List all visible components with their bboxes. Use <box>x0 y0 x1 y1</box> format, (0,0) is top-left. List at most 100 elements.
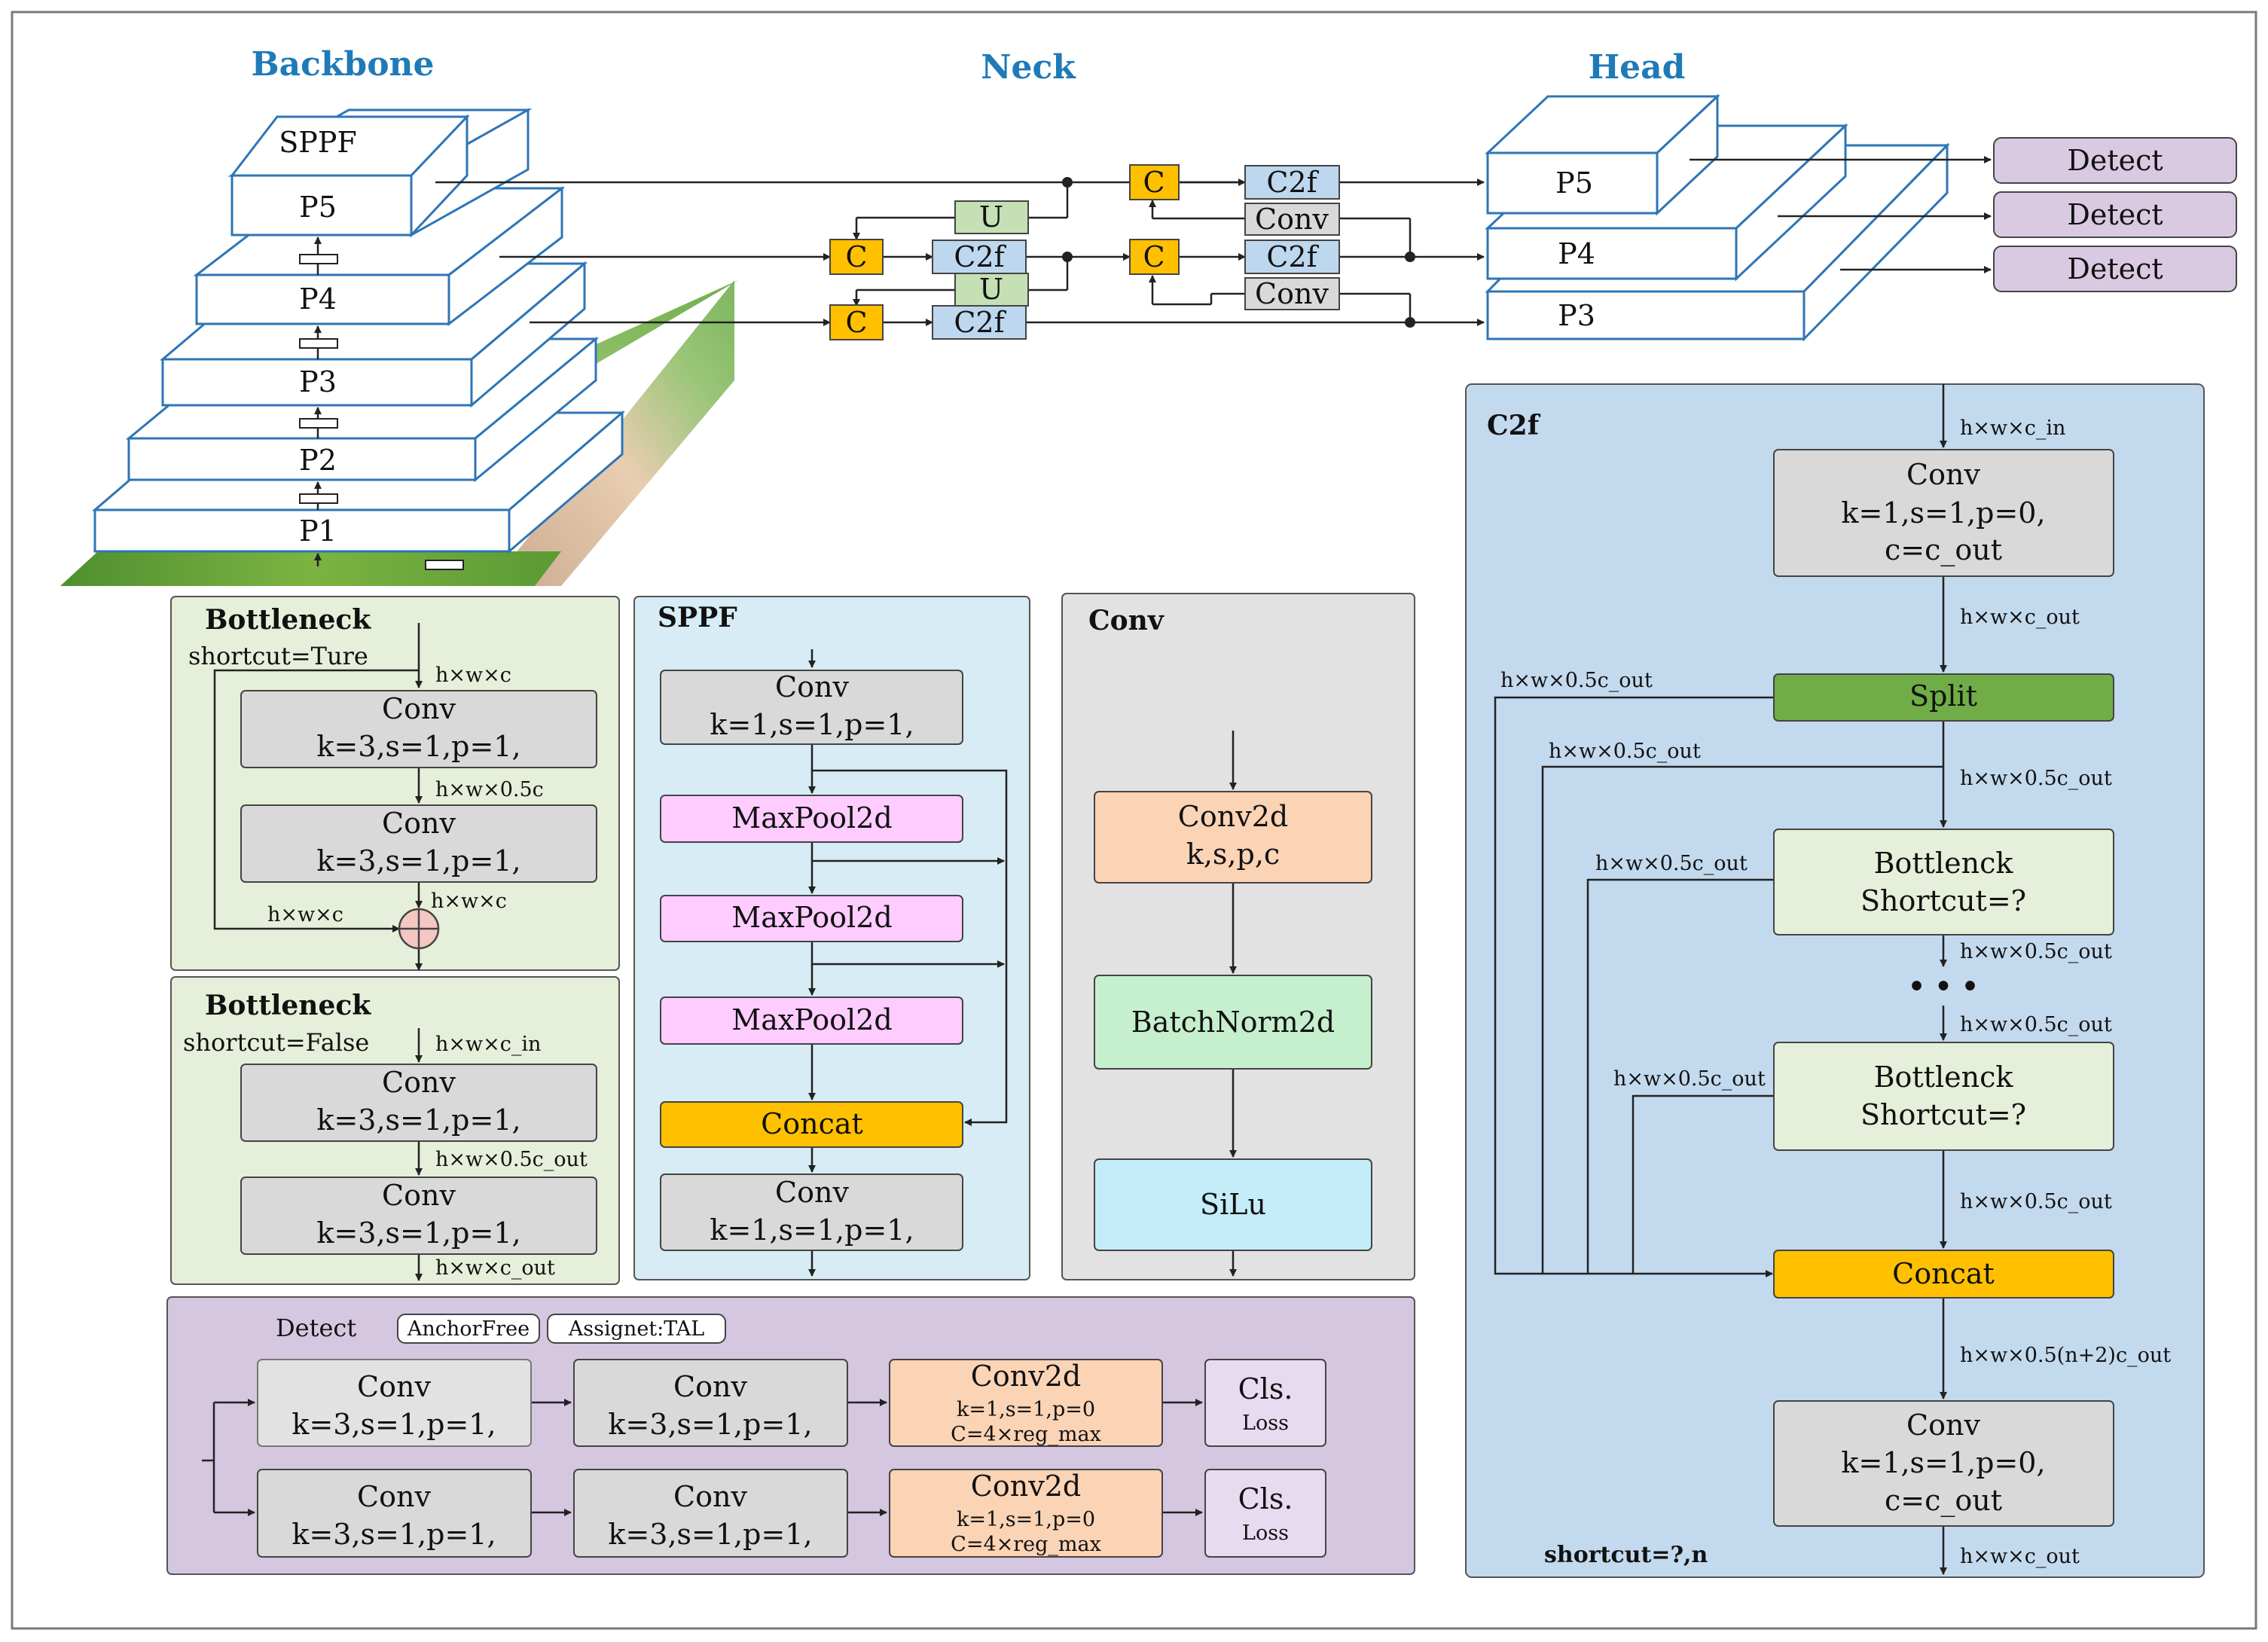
bottleneck-false-shortcut: shortcut=False <box>183 1028 369 1057</box>
sppf-conv-out-name: Conv <box>775 1176 849 1209</box>
c2f-conv-in-name: Conv <box>1906 458 1980 491</box>
backbone-stack: P1 P2 P3 P4 P5 SPPF <box>60 108 738 586</box>
bottleneck-true-conv-1-params: k=3,s=1,p=1, <box>316 730 520 763</box>
c2f-bottleneck-2-name: Bottlenck <box>1874 1061 2014 1094</box>
neck-concat-2-label: C <box>845 306 867 339</box>
neck-concat-1 <box>829 239 884 275</box>
neck-conv-2-label: Conv <box>1255 277 1329 310</box>
detect-row1-conv2d <box>889 1359 1163 1447</box>
neck-c2f-4-label: C2f <box>1266 240 1319 273</box>
bottleneck-true-lbl-out: h×w×c <box>431 890 507 913</box>
c2f-title: C2f <box>1487 410 1541 441</box>
c2f-lbl-b2-in: h×w×0.5c_out <box>1960 1013 2112 1036</box>
detect-row1-loss <box>1204 1359 1326 1447</box>
neck-upsample-2-label: U <box>979 273 1003 306</box>
sppf-conv-out <box>660 1174 963 1251</box>
bottleneck-true-panel: Bottleneck shortcut=Ture Conv k=3,s=1,p=… <box>170 596 620 971</box>
neck-header: Neck <box>981 48 1076 87</box>
c2f-lbl-branch3: h×w×0.5c_out <box>1595 852 1748 875</box>
neck-c2f-2-label: C2f <box>954 306 1006 339</box>
detect-row1-conv1-params: k=3,s=1,p=1, <box>292 1408 496 1441</box>
bottleneck-true-conv-1-name: Conv <box>382 692 456 725</box>
c2f-conv-out-params: k=1,s=1,p=0, <box>1841 1446 2045 1479</box>
detect-title: Detect <box>276 1314 356 1342</box>
backbone-p4-label: P4 <box>299 282 337 316</box>
neck-junctions <box>1062 177 1415 328</box>
backbone-p3 <box>161 358 473 407</box>
c2f-bottleneck-2-shortcut: Shortcut=? <box>1860 1098 2026 1131</box>
conv-conv2d-params: k,s,p,c <box>1186 838 1280 871</box>
c2f-lbl-branch2: h×w×0.5c_out <box>1549 740 1701 763</box>
detect-row2-conv1-name: Conv <box>357 1480 431 1513</box>
conv-conv2d <box>1094 791 1372 884</box>
sppf-maxpool-2-label: MaxPool2d <box>731 901 892 934</box>
detect-output-3 <box>1993 246 2237 292</box>
head-p5-label: P5 <box>1555 166 1593 200</box>
c2f-footer: shortcut=?,n <box>1544 1542 1708 1568</box>
backbone-p2-label: P2 <box>299 444 337 477</box>
sppf-conv-in-params: k=1,s=1,p=1, <box>710 708 914 741</box>
detect-tag-anchorfree-label: AnchorFree <box>407 1317 530 1341</box>
backbone-p2 <box>127 437 477 481</box>
neck-concat-4-label: C <box>1143 240 1165 273</box>
bottleneck-true-lbl-skip: h×w×c <box>267 903 343 926</box>
neck-concat-3-label: C <box>1143 166 1165 199</box>
bottleneck-true-conv-2 <box>240 804 597 883</box>
c2f-panel: C2f Conv k=1,s=1,p=0, c=c_out Split Bott… <box>1465 383 2205 1578</box>
sppf-maxpool-3-label: MaxPool2d <box>731 1003 892 1036</box>
c2f-split-label: Split <box>1909 679 1977 713</box>
backbone-p5-label: P5 <box>299 191 337 224</box>
conv-silu <box>1094 1158 1372 1251</box>
neck-conv-2 <box>1244 277 1340 310</box>
neck-conv-1 <box>1244 203 1340 236</box>
bottleneck-true-conv-1 <box>240 690 597 768</box>
c2f-bottleneck-1-shortcut: Shortcut=? <box>1860 884 2026 917</box>
detect-row2-conv2-name: Conv <box>673 1480 747 1513</box>
bottleneck-true-lbl-mid: h×w×0.5c <box>435 778 544 801</box>
detect-tag-assigner-label: Assignet:TAL <box>568 1317 704 1341</box>
bottleneck-false-lbl-mid: h×w×0.5c_out <box>435 1148 588 1171</box>
bottleneck-false-conv-1 <box>240 1064 597 1142</box>
c2f-lbl-b1-out: h×w×0.5c_out <box>1960 940 2112 963</box>
detect-row1-conv1 <box>257 1359 532 1447</box>
conv-batchnorm <box>1094 975 1372 1070</box>
neck-concat-4 <box>1129 239 1180 275</box>
c2f-bottleneck-1 <box>1773 829 2114 935</box>
c2f-lbl-b2-out: h×w×0.5c_out <box>1960 1190 2112 1213</box>
bottleneck-false-conv-1-name: Conv <box>382 1066 456 1099</box>
bottleneck-true-conv-2-params: k=3,s=1,p=1, <box>316 844 520 877</box>
backbone-p5 <box>230 174 413 237</box>
backbone-sppf-label: SPPF <box>279 126 357 159</box>
head-p3 <box>1486 290 1806 340</box>
detect-row2-conv1 <box>257 1469 532 1558</box>
detect-output-1 <box>1993 137 2237 184</box>
bottleneck-false-conv-2 <box>240 1177 597 1255</box>
c2f-ellipsis: • • • <box>1908 971 1979 1003</box>
head-header: Head <box>1589 48 1686 87</box>
bottleneck-true-shortcut: shortcut=Ture <box>188 642 368 670</box>
bottleneck-false-conv-2-params: k=3,s=1,p=1, <box>316 1216 520 1250</box>
detect-row1-conv2-params: k=3,s=1,p=1, <box>608 1408 812 1441</box>
neck-c2f-4 <box>1244 240 1340 274</box>
input-image-base <box>60 551 561 586</box>
head-p3-label: P3 <box>1558 299 1595 332</box>
c2f-conv-in <box>1773 449 2114 577</box>
c2f-concat-label: Concat <box>1892 1257 1995 1290</box>
sppf-conv-in-name: Conv <box>775 670 849 703</box>
c2f-lbl-in: h×w×c_in <box>1960 417 2065 440</box>
bottleneck-false-lbl-in: h×w×c_in <box>435 1033 541 1056</box>
detect-row2-conv2d-name: Conv2d <box>971 1470 1081 1503</box>
c2f-bottleneck-1-name: Bottlenck <box>1874 847 2014 880</box>
neck-c2f-3-label: C2f <box>1266 166 1319 199</box>
c2f-conv-out-channels: c=c_out <box>1885 1484 2002 1518</box>
detect-row2-conv1-params: k=3,s=1,p=1, <box>292 1518 496 1551</box>
detect-tag-anchorfree <box>397 1314 540 1344</box>
neck-upsample-1 <box>954 200 1029 234</box>
c2f-split <box>1773 673 2114 722</box>
head-p5 <box>1486 151 1659 215</box>
bottleneck-false-panel: Bottleneck shortcut=False Conv k=3,s=1,p… <box>170 976 620 1285</box>
conv-panel: Conv Conv2d k,s,p,c BatchNorm2d SiLu <box>1061 593 1415 1280</box>
c2f-lbl-split-left: h×w×0.5c_out <box>1500 669 1653 692</box>
detect-row2-conv2d <box>889 1469 1163 1558</box>
